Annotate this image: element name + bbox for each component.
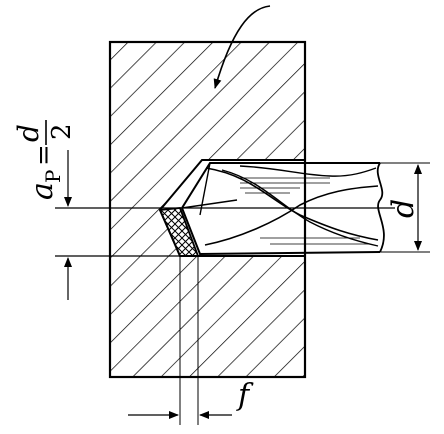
axis-lines — [55, 162, 430, 425]
ap-subscript: P — [41, 170, 65, 183]
ap-numerator: d — [12, 124, 45, 142]
feed-label: f — [236, 378, 254, 413]
diameter-label: d — [386, 199, 421, 218]
drill-bit — [180, 162, 385, 256]
ap-equals: = — [29, 144, 59, 166]
ap-denominator: 2 — [47, 123, 77, 140]
leader-line — [213, 5, 271, 89]
ap-symbol: a — [25, 182, 60, 200]
workpiece — [108, 40, 307, 379]
depth-label: a P = d 2 — [12, 120, 77, 200]
